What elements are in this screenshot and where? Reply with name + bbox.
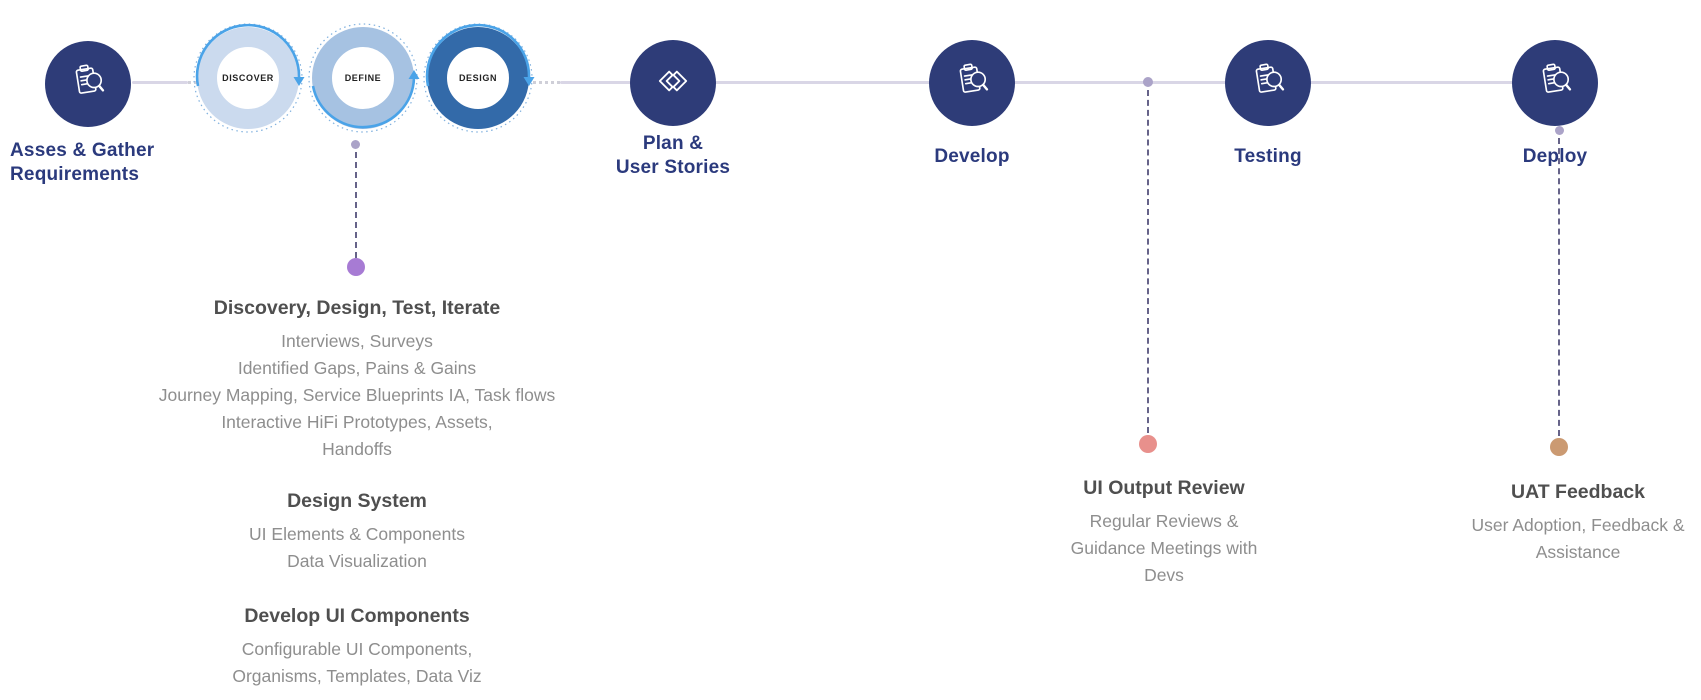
annotation-develop-ui: Develop UI Components Configurable UI Co… bbox=[107, 604, 607, 690]
annotation-title: Develop UI Components bbox=[244, 605, 470, 627]
stage-node-deploy bbox=[1512, 40, 1598, 126]
stage-node-plan bbox=[630, 40, 716, 126]
dashed-connector-testing bbox=[1147, 90, 1149, 433]
clipboard-search-icon bbox=[1533, 59, 1577, 108]
ring-discover-graphic bbox=[193, 23, 305, 133]
salmon-dot bbox=[1139, 435, 1157, 453]
stage-label-plan: Plan & User Stories bbox=[615, 133, 731, 178]
connector-start-dot bbox=[1555, 126, 1564, 135]
connector-start-dot bbox=[351, 140, 360, 149]
annotation-lines: Interviews, Surveys Identified Gaps, Pai… bbox=[158, 331, 556, 459]
stage-node-develop bbox=[929, 40, 1015, 126]
annotation-lines: User Adoption, Feedback & Assistance bbox=[1471, 515, 1685, 562]
annotation-uat-feedback: UAT Feedback User Adoption, Feedback & A… bbox=[1428, 480, 1701, 566]
annotation-lines: Regular Reviews & Guidance Meetings with… bbox=[1070, 511, 1258, 585]
annotation-lines: UI Elements & Components Data Visualizat… bbox=[249, 524, 465, 571]
timeline-dotted-stub bbox=[533, 81, 560, 84]
timeline-segment bbox=[132, 81, 188, 84]
stage-label-develop: Develop bbox=[934, 146, 1010, 167]
ring-define: DEFINE bbox=[305, 20, 421, 136]
timeline-dotted-stub bbox=[188, 81, 197, 84]
ring-discover: DISCOVER bbox=[190, 20, 306, 136]
ring-design: DESIGN bbox=[420, 20, 536, 136]
dashed-connector-deploy bbox=[1558, 138, 1560, 436]
stage-node-assess bbox=[45, 41, 131, 127]
ring-define-graphic bbox=[308, 23, 420, 133]
annotation-title: UI Output Review bbox=[1083, 477, 1245, 499]
annotation-title: UAT Feedback bbox=[1510, 481, 1645, 503]
ring-label-design: DESIGN bbox=[458, 73, 498, 83]
annotation-title: Discovery, Design, Test, Iterate bbox=[213, 297, 501, 319]
dashed-connector-define bbox=[355, 152, 357, 258]
stage-node-testing bbox=[1225, 40, 1311, 126]
ring-design-graphic bbox=[423, 23, 535, 133]
clipboard-search-icon bbox=[1246, 59, 1290, 108]
ring-label-discover: DISCOVER bbox=[222, 73, 274, 83]
connector-start-dot bbox=[1143, 77, 1153, 87]
ring-label-define: DEFINE bbox=[344, 73, 382, 83]
tan-dot bbox=[1550, 438, 1568, 456]
clipboard-search-icon bbox=[950, 59, 994, 108]
purple-dot bbox=[347, 258, 365, 276]
code-icon bbox=[651, 59, 695, 108]
stage-label-assess: Asses & Gather Requirements bbox=[10, 140, 155, 185]
clipboard-search-icon bbox=[66, 60, 110, 109]
stage-label-deploy: Deploy bbox=[1522, 146, 1588, 167]
annotation-title: Design System bbox=[287, 490, 427, 512]
annotation-design-phase: Discovery, Design, Test, Iterate Intervi… bbox=[107, 296, 607, 463]
timeline-segment bbox=[560, 81, 1556, 84]
annotation-design-system: Design System UI Elements & Components D… bbox=[107, 489, 607, 575]
stage-label-testing: Testing bbox=[1234, 146, 1302, 167]
annotation-lines: Configurable UI Components, Organisms, T… bbox=[232, 639, 482, 686]
annotation-ui-output-review: UI Output Review Regular Reviews & Guida… bbox=[1014, 476, 1314, 589]
